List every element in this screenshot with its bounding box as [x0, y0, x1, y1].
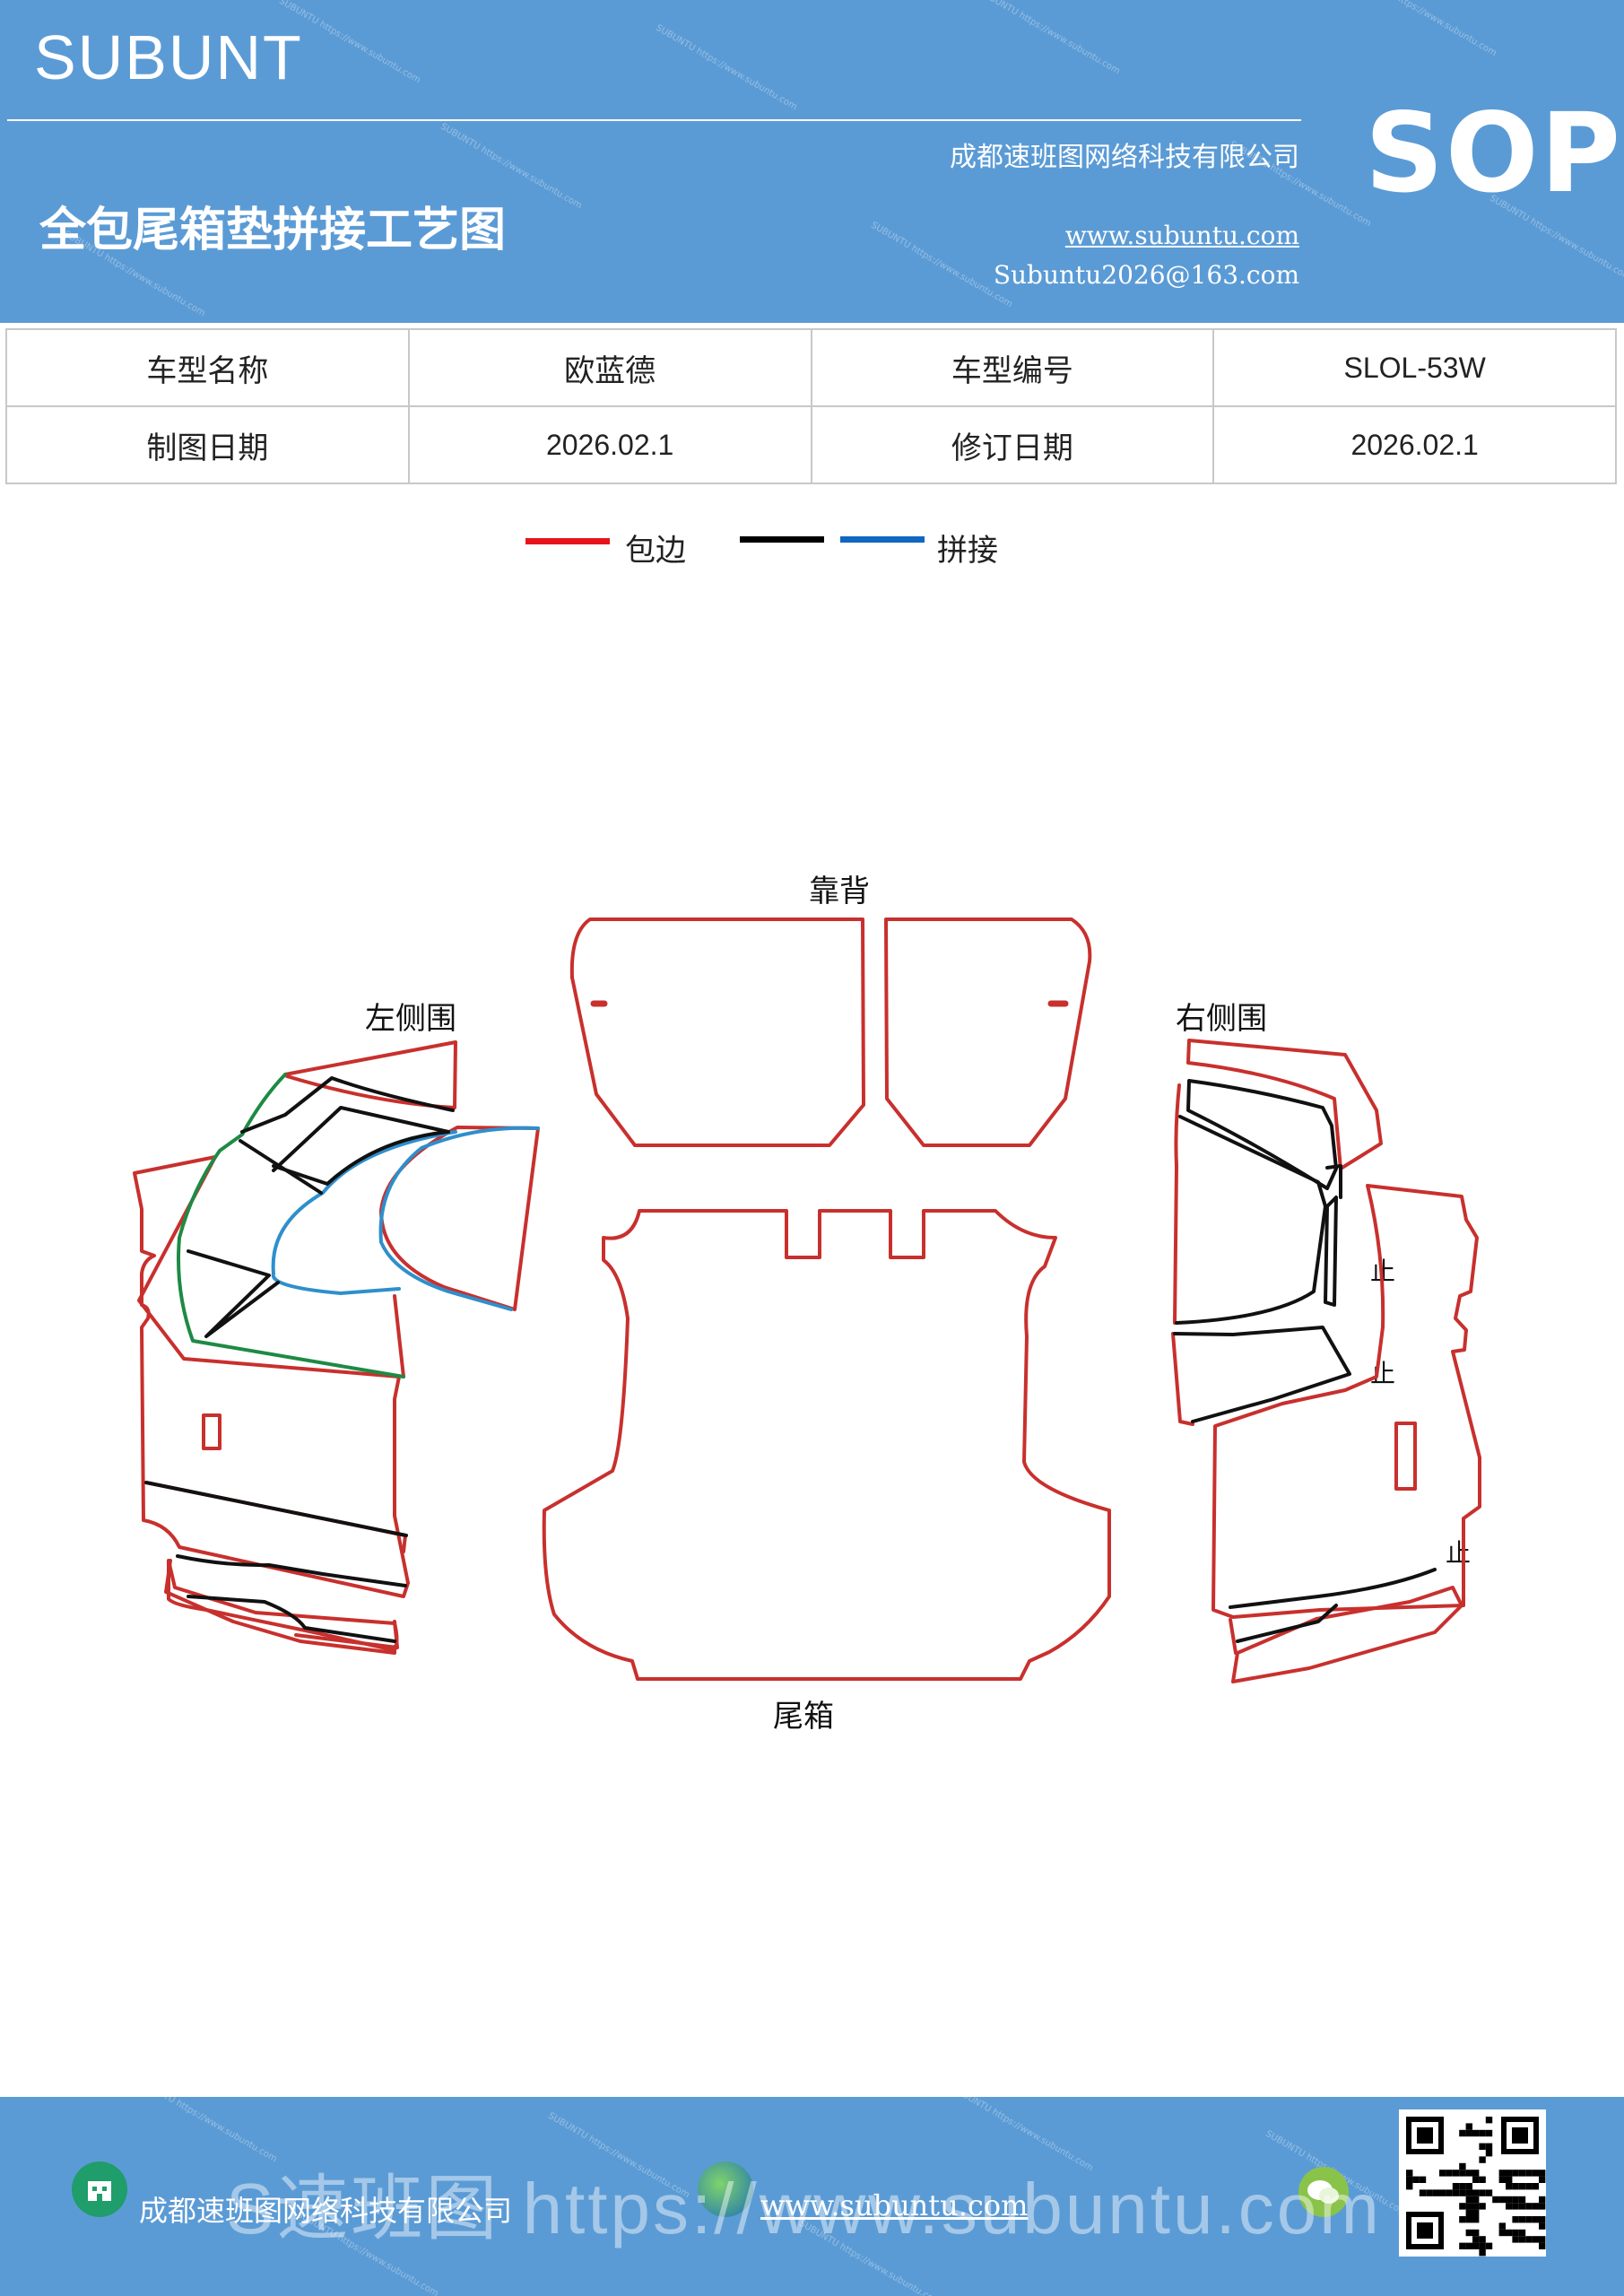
label-trunk: 尾箱 — [773, 1699, 834, 1735]
legend-swatch-seam — [740, 536, 824, 543]
table-cell: 2026.02.1 — [1212, 405, 1617, 484]
left-side-bottom-piece — [164, 1559, 396, 1655]
table-cell: 车型名称 — [5, 328, 410, 407]
left-side-outer-piece — [133, 1155, 410, 1598]
left-side-slot — [202, 1413, 221, 1450]
left-side-splice-outer — [379, 1126, 540, 1311]
label-backrest: 靠背 — [809, 874, 870, 909]
right-side-black-seam-1 — [1186, 1079, 1338, 1190]
footer-banner: SUBUNTU https://www.subuntu.com SUBUNTU … — [0, 2097, 1624, 2296]
qr-code — [1399, 2109, 1546, 2257]
right-side-black-seam-4 — [1325, 1164, 1342, 1199]
watermark: SUBUNTU https://www.subuntu.com — [1353, 0, 1498, 59]
sop-label: SOP — [1365, 90, 1622, 217]
right-side-top-piece — [1186, 1039, 1383, 1170]
stop-mark: 止 — [1446, 1538, 1472, 1568]
mat-pattern-diagram — [133, 918, 1481, 1683]
right-side-black-seam-7 — [1236, 1604, 1338, 1643]
footer-company: 成都速班图网络科技有限公司 — [139, 2194, 513, 2228]
table-row: 制图日期 2026.02.1 修订日期 2026.02.1 — [5, 405, 1617, 484]
left-side-blue-seam-outer — [378, 1126, 540, 1311]
stop-mark: 止 — [1370, 1359, 1396, 1388]
table-cell: 2026.02.1 — [407, 405, 812, 484]
watermark: SUBUNTU https://www.subuntu.com — [654, 22, 799, 113]
brand-name: SUBUNT — [34, 22, 303, 92]
vehicle-info-table: 车型名称 欧蓝德 车型编号 SLOL-53W 制图日期 2026.02.1 修订… — [5, 328, 1617, 484]
right-side-black-seam-5 — [1173, 1326, 1351, 1423]
right-side-slot — [1394, 1422, 1417, 1491]
wechat-icon — [1298, 2167, 1349, 2217]
backrest-left-piece — [569, 918, 865, 1147]
label-left-side: 左侧围 — [365, 1001, 456, 1037]
legend: 包边 拼接 — [0, 520, 1624, 583]
legend-swatch-edge — [525, 538, 610, 544]
legend-label-splice: 拼接 — [937, 533, 998, 569]
backrest-right-piece — [884, 918, 1092, 1147]
right-side-lower-left-piece — [1171, 1332, 1194, 1426]
table-cell: 欧蓝德 — [407, 328, 812, 407]
document-title: 全包尾箱垫拼接工艺图 — [39, 203, 507, 257]
left-side-black-seam-6 — [176, 1554, 407, 1587]
right-side-black-seam-3 — [1324, 1196, 1338, 1307]
table-cell: 修订日期 — [810, 405, 1215, 484]
left-side-blue-seam-inner — [271, 1130, 457, 1295]
watermark: SUBUNTU https://www.subuntu.com — [869, 220, 1014, 310]
watermark: SUBUNTU https://www.subuntu.com — [977, 0, 1122, 77]
trunk-floor-piece — [542, 1209, 1111, 1681]
legend-label-edge: 包边 — [625, 533, 686, 569]
left-side-black-seam-7 — [187, 1595, 396, 1643]
footer-overlay-text: S速班图 https://www.subuntu.com — [226, 2169, 1382, 2248]
email-address: Subuntu2026@163.com — [993, 260, 1299, 290]
legend-swatch-splice — [840, 536, 925, 543]
table-row: 车型名称 欧蓝德 车型编号 SLOL-53W — [5, 328, 1617, 407]
left-side-black-seam-4 — [187, 1249, 280, 1338]
left-side-bottom-tip — [294, 1620, 399, 1649]
footer-website-link[interactable]: www.subuntu.com — [760, 2188, 1029, 2222]
right-side-edge-2 — [1229, 1618, 1238, 1655]
table-cell: 车型编号 — [810, 328, 1215, 407]
right-side-black-seam-6 — [1229, 1568, 1437, 1609]
left-side-black-seam-5 — [144, 1481, 408, 1537]
header-divider — [7, 119, 1301, 121]
left-side-top-piece — [283, 1040, 457, 1109]
left-side-splice-inner — [393, 1294, 405, 1378]
company-building-icon — [72, 2161, 127, 2217]
left-side-black-seam-1 — [240, 1076, 455, 1134]
label-right-side: 右侧围 — [1176, 1001, 1267, 1037]
website-link[interactable]: www.subuntu.com — [1064, 221, 1299, 250]
company-name: 成都速班图网络科技有限公司 — [950, 142, 1299, 173]
table-cell: SLOL-53W — [1212, 328, 1617, 407]
left-side-black-seam-2 — [272, 1106, 450, 1186]
left-side-green-seam — [177, 1073, 405, 1378]
table-cell: 制图日期 — [5, 405, 410, 484]
header-banner: SUBUNTU https://www.subuntu.com SUBUNTU … — [0, 0, 1624, 323]
right-side-outer-piece — [1211, 1184, 1481, 1619]
right-side-black-seam-2 — [1175, 1115, 1327, 1325]
right-side-bottom-piece — [1231, 1586, 1463, 1683]
left-side-black-seam-3 — [239, 1139, 323, 1195]
right-side-upper-piece — [1173, 1083, 1181, 1325]
left-side-lower-strip — [144, 1481, 407, 1553]
globe-icon — [698, 2161, 753, 2217]
